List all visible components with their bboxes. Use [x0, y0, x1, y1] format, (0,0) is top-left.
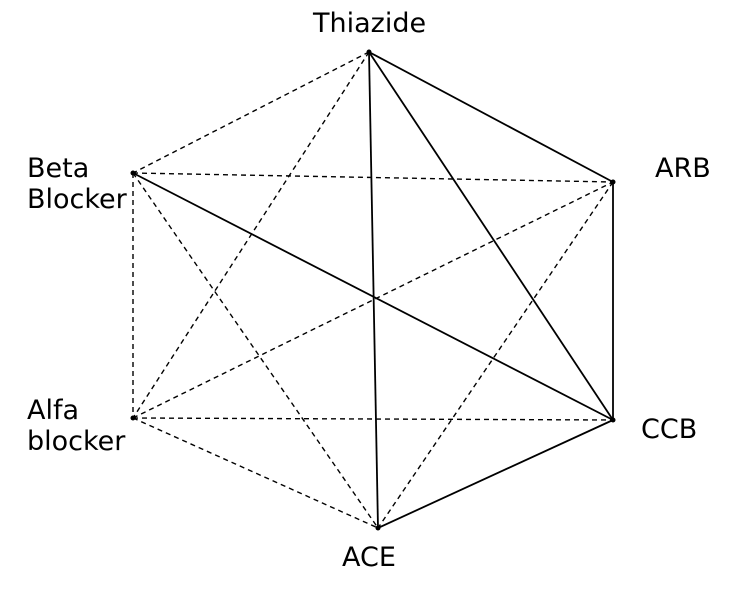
node-label-line: Blocker — [27, 184, 127, 215]
edge-thiazide-alfa — [132, 51, 370, 419]
vertex-thiazide — [366, 49, 372, 55]
vertex-arb — [610, 179, 616, 185]
edge-beta-arb — [132, 172, 614, 183]
node-label-beta-blocker: Beta Blocker — [27, 153, 127, 215]
edge-thiazide-beta — [132, 51, 370, 174]
vertex-ace — [375, 525, 381, 531]
vertex-alfa — [130, 415, 136, 421]
vertex-ccb — [610, 417, 616, 423]
edge-alfa-arb — [132, 181, 614, 419]
edge-beta-ccb — [132, 172, 614, 421]
node-label-line: Beta — [27, 153, 90, 184]
node-label-ccb: CCB — [641, 414, 697, 445]
edge-thiazide-ccb — [368, 51, 614, 421]
edge-alfa-ccb — [132, 417, 614, 421]
node-label-line: Thiazide — [313, 8, 427, 39]
vertex-beta — [130, 170, 136, 176]
edge-thiazide-arb — [368, 51, 614, 183]
edges-layer — [132, 51, 614, 529]
nodes-layer — [130, 49, 616, 531]
node-label-alfa-blocker: Alfa blocker — [27, 395, 125, 457]
edge-thiazide-ace — [368, 51, 379, 529]
edge-arb-ace — [377, 181, 614, 529]
node-label-line: Alfa — [27, 395, 80, 426]
node-label-line: blocker — [27, 426, 126, 457]
edge-ccb-ace — [377, 419, 614, 529]
node-label-line: ARB — [655, 153, 711, 184]
node-label-line: CCB — [641, 414, 698, 445]
node-label-arb: ARB — [655, 153, 711, 184]
edge-alfa-ace — [132, 417, 379, 529]
node-label-thiazide: Thiazide — [313, 8, 426, 39]
edge-beta-ace — [132, 172, 379, 529]
node-label-line: ACE — [342, 542, 396, 573]
node-label-ace: ACE — [342, 542, 396, 573]
